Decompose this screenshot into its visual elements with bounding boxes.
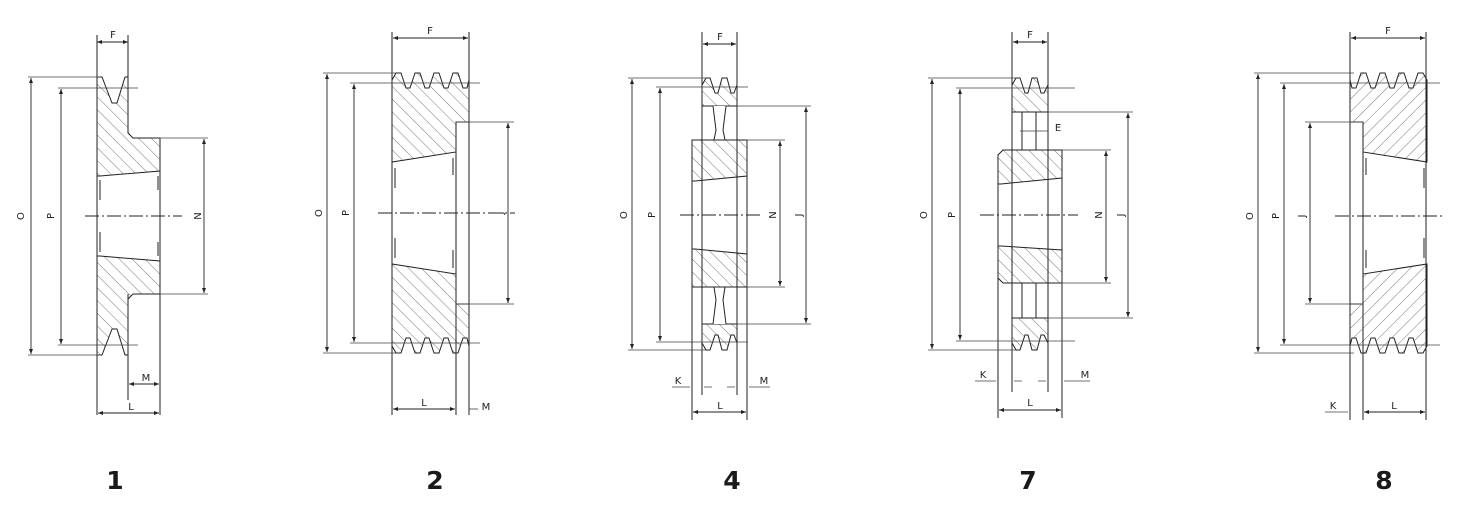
figure-number: 1 bbox=[106, 466, 123, 495]
dim-label-F: F bbox=[1027, 30, 1033, 41]
dim-label-M: M bbox=[1081, 370, 1090, 381]
dim-label-F: F bbox=[110, 30, 116, 41]
hub-upper bbox=[997, 149, 1063, 185]
dim-label-J: J bbox=[1116, 214, 1127, 218]
dim-label-M: M bbox=[760, 376, 769, 387]
pulley-body-lower bbox=[391, 263, 470, 354]
figure-1-single-groove-pulley: F O P N M L 1 bbox=[16, 30, 208, 495]
rim-lower bbox=[1011, 317, 1049, 351]
dim-label-L: L bbox=[1027, 398, 1033, 409]
web-upper bbox=[712, 105, 727, 141]
dim-label-P: P bbox=[647, 212, 658, 218]
figure-number: 4 bbox=[723, 466, 740, 495]
dim-label-P: P bbox=[947, 212, 958, 218]
dim-label-P: P bbox=[1271, 213, 1282, 219]
dim-label-E: E bbox=[1055, 123, 1061, 134]
pulley-body-lower bbox=[1349, 263, 1428, 354]
dim-label-L: L bbox=[1391, 401, 1397, 412]
hub-lower bbox=[997, 245, 1063, 284]
dim-label-O: O bbox=[1245, 212, 1256, 220]
figure-4-web-pulley: F O P N J K M L 4 bbox=[619, 32, 811, 495]
dim-label-O: O bbox=[16, 212, 27, 220]
figure-7-web-pulley-offset-hub: F E O P N J K M L 7 bbox=[919, 30, 1133, 495]
dim-label-O: O bbox=[619, 211, 630, 219]
pulley-body-upper bbox=[96, 76, 161, 177]
hub-lower bbox=[691, 248, 748, 288]
figure-8-multi-groove-pulley-reversed: F O P J K L 8 bbox=[1245, 26, 1444, 495]
dim-label-F: F bbox=[717, 32, 723, 43]
dim-label-O: O bbox=[919, 211, 930, 219]
dim-label-L: L bbox=[421, 398, 427, 409]
dim-label-L: L bbox=[128, 402, 134, 413]
dim-label-P: P bbox=[46, 213, 57, 219]
dim-label-F: F bbox=[427, 26, 433, 37]
figure-number: 8 bbox=[1375, 466, 1392, 495]
dim-label-K: K bbox=[675, 376, 682, 387]
dim-label-M: M bbox=[482, 402, 491, 413]
dim-label-F: F bbox=[1385, 26, 1391, 37]
figure-number: 2 bbox=[426, 466, 443, 495]
figure-2-multi-groove-pulley: F O P J L M 2 bbox=[314, 26, 515, 495]
rim-lower bbox=[701, 323, 738, 351]
web-lower bbox=[712, 286, 727, 325]
figure-number: 7 bbox=[1019, 466, 1036, 495]
dim-label-P: P bbox=[341, 210, 352, 216]
dim-label-L: L bbox=[717, 401, 723, 412]
web-lower bbox=[1021, 283, 1037, 318]
dim-label-K: K bbox=[1330, 401, 1337, 412]
dim-label-N: N bbox=[768, 211, 779, 218]
rim-upper bbox=[1011, 77, 1049, 113]
dim-label-N: N bbox=[1094, 211, 1105, 218]
rim-upper bbox=[701, 77, 738, 107]
dim-label-J: J bbox=[1297, 215, 1308, 219]
dim-label-K: K bbox=[980, 370, 987, 381]
pulley-body-upper bbox=[1349, 72, 1428, 163]
hub-upper bbox=[691, 139, 748, 182]
dim-label-J: J bbox=[495, 212, 506, 216]
dim-label-O: O bbox=[314, 209, 325, 217]
dim-label-N: N bbox=[193, 212, 204, 219]
dim-label-M: M bbox=[142, 373, 151, 384]
pulley-body-upper bbox=[391, 72, 470, 163]
dim-label-J: J bbox=[794, 214, 805, 218]
